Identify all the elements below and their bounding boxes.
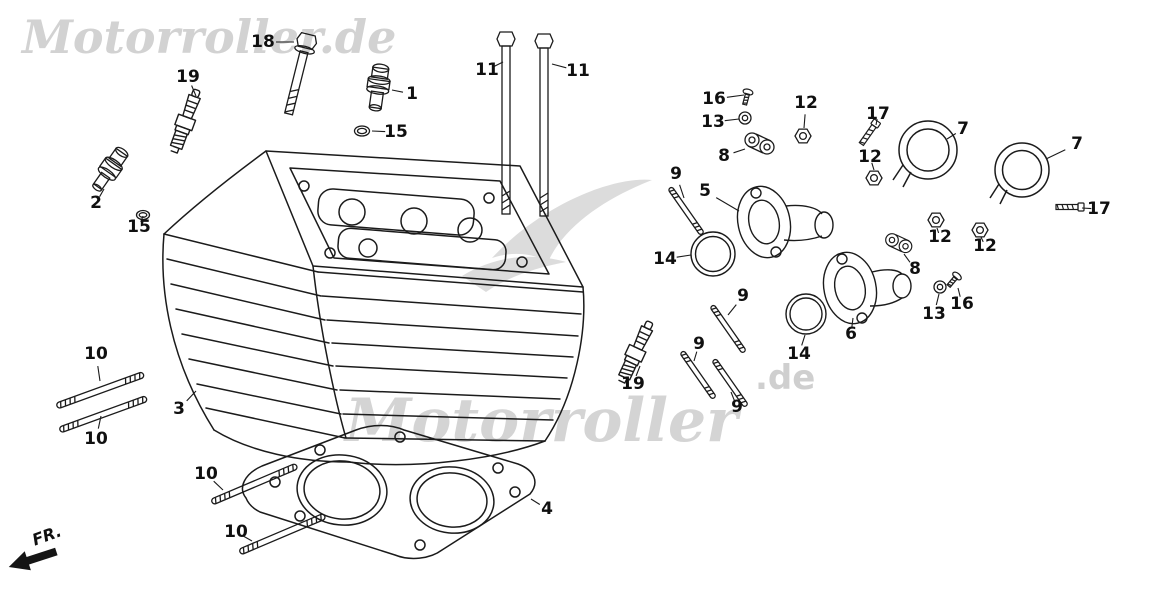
leader-line-7-13 — [946, 133, 957, 140]
watermark-top: Motorroller.de — [22, 10, 397, 64]
clamp-stay-8-lower — [885, 233, 913, 254]
leader-line-12-17 — [980, 236, 984, 243]
nut-12-a — [794, 128, 812, 144]
leader-line-13-21 — [935, 293, 940, 306]
head-gasket-drawing — [241, 424, 536, 560]
oring-15-upper — [353, 125, 371, 137]
screw-16-lower — [944, 270, 964, 290]
leader-line-19-1 — [191, 85, 197, 97]
screw-16-upper — [739, 87, 755, 107]
leader-line-9-25 — [727, 304, 737, 316]
leader-line-8-20 — [903, 253, 911, 263]
leader-line-8-9 — [733, 148, 746, 154]
leader-line-17-12 — [875, 118, 878, 126]
screw-17-left — [857, 118, 882, 147]
leader-line-12-16 — [936, 227, 940, 234]
leader-line-2-29 — [99, 188, 105, 197]
bolt-11-left — [496, 31, 516, 215]
leader-line-3-35 — [186, 390, 197, 402]
leader-line-10-34 — [242, 535, 253, 542]
nut-12-d — [971, 222, 989, 238]
leader-line-9-10 — [679, 184, 685, 199]
leader-line-16-6 — [726, 94, 745, 98]
stud-9-d — [711, 357, 749, 408]
leader-line-6-23 — [851, 317, 854, 327]
clamp-band-7-left — [892, 120, 958, 188]
leader-line-14-24 — [801, 334, 806, 346]
leader-line-4-36 — [530, 498, 541, 505]
clamp-band-7-right — [989, 142, 1050, 205]
leader-line-11-5 — [551, 63, 567, 69]
stud-9-c — [679, 349, 717, 400]
watermark-center-suffix: .de — [755, 358, 816, 398]
nut-12-c — [927, 212, 945, 228]
leader-line-10-33 — [213, 480, 224, 491]
bolt-11-right — [534, 33, 554, 217]
leader-line-12-8 — [803, 114, 806, 129]
leader-line-10-32 — [97, 415, 102, 429]
leader-line-12-15 — [871, 162, 875, 171]
intake-manifold-6 — [822, 251, 912, 325]
stud-9-a — [667, 185, 705, 236]
oring-14-right — [785, 293, 827, 335]
part-1-joint — [366, 63, 391, 112]
leader-lines-layer — [97, 41, 1092, 542]
screw-17-right — [1055, 202, 1085, 212]
spark-plug-upper — [165, 86, 207, 156]
leader-line-15-3 — [371, 130, 386, 133]
stud-10-b — [58, 395, 149, 434]
leader-line-15-30 — [140, 215, 144, 223]
leader-line-11-4 — [493, 61, 504, 67]
front-direction-arrow — [8, 547, 58, 571]
leader-line-19-28 — [635, 365, 641, 377]
nut-12-b — [865, 170, 883, 186]
stud-10-a — [55, 371, 146, 410]
leader-line-1-2 — [391, 89, 404, 93]
oring-14-left — [690, 231, 736, 277]
part-2-fitting — [92, 146, 129, 192]
intake-manifold-5 — [736, 185, 834, 259]
clamp-stay-8-upper — [744, 132, 775, 155]
oring-15-left — [135, 209, 151, 221]
leader-line-5-11 — [715, 197, 740, 212]
leader-line-14-19 — [676, 254, 692, 258]
leader-line-7-14 — [1045, 149, 1066, 160]
cylinder-head-drawing — [162, 150, 585, 466]
stud-9-b — [709, 303, 747, 354]
washer-13-upper — [738, 111, 752, 125]
leader-line-10-31 — [97, 366, 101, 382]
leader-line-16-22 — [957, 287, 961, 297]
washer-13-lower — [933, 280, 947, 294]
leader-line-17-18 — [1081, 207, 1092, 210]
leader-line-9-26 — [693, 351, 698, 362]
leader-line-13-7 — [724, 118, 740, 122]
leader-line-9-27 — [730, 391, 735, 401]
bolt-18 — [283, 31, 318, 116]
